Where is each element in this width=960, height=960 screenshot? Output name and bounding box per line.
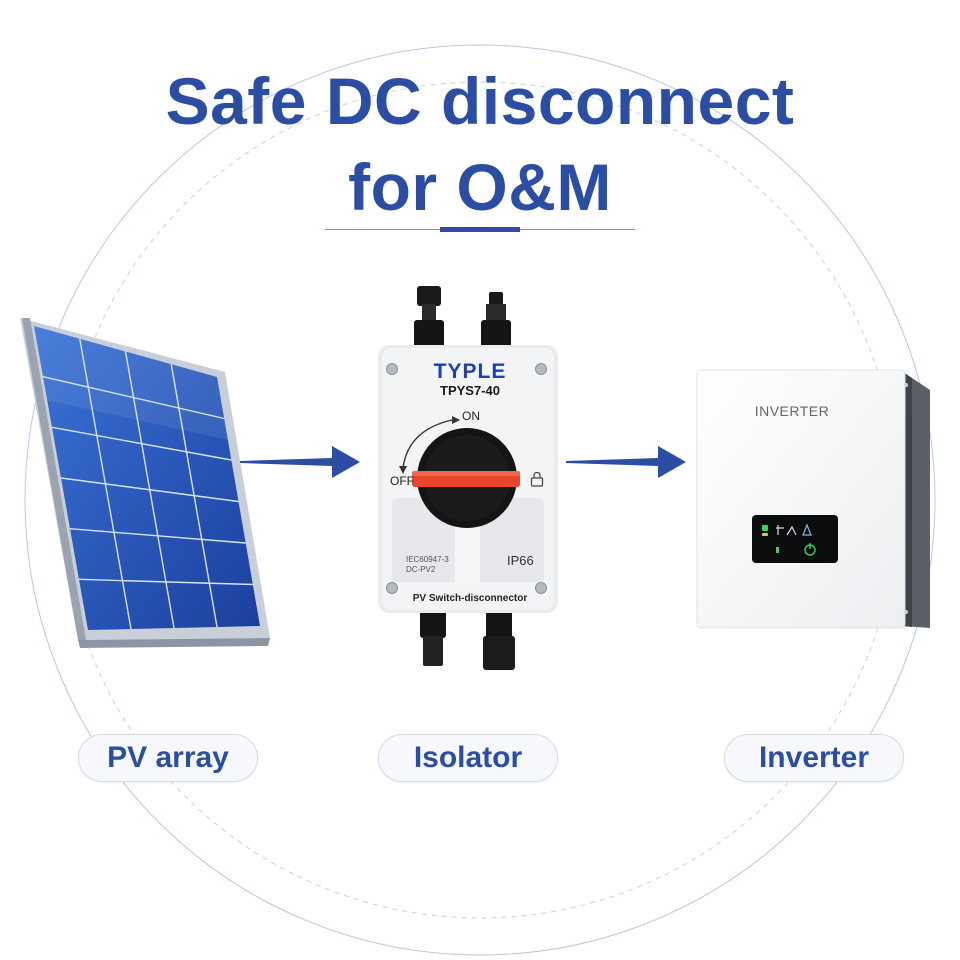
isolator-screws [386, 363, 547, 594]
title-divider-accent [440, 227, 520, 232]
standard-line-1: IEC60947-3 [406, 555, 449, 564]
ip-rating: IP66 [507, 553, 534, 568]
standard-line-2: DC-PV2 [406, 565, 436, 574]
headline-line-2: for O&M [348, 150, 612, 224]
rotate-arrow-icon [402, 419, 453, 469]
arrow-right-icon [566, 446, 686, 478]
inverter-label: INVERTER [754, 403, 830, 419]
pv-cell-row-line [78, 578, 253, 586]
isolator-top-connectors [414, 286, 511, 348]
display-panel-icon [752, 515, 838, 563]
arrow-right-icon [240, 446, 360, 478]
isolator-brand: TYPLE [433, 360, 507, 383]
switch-on-label: ON [462, 409, 480, 423]
pv-cell-row-line [51, 426, 232, 461]
pv-array-label: PV array [78, 734, 258, 782]
isolator-bottom-connectors [420, 610, 515, 670]
headline: Safe DC disconnect for O&M [80, 58, 880, 230]
isolator-standard: IEC60947-3 DC-PV2 [406, 555, 449, 575]
switch-off-label: OFF [390, 474, 414, 488]
pv-cell-row-line [60, 477, 239, 503]
headline-line-1: Safe DC disconnect [165, 64, 795, 138]
pv-cell-row-line [69, 527, 246, 544]
lock-icon [530, 471, 544, 487]
pv-cell-row-line [42, 375, 225, 420]
isolator-label: Isolator [378, 734, 558, 782]
inverter-pill-label: Inverter [724, 734, 904, 782]
isolator-caption: PV Switch-disconnector [412, 593, 528, 604]
isolator-model: TPYS7-40 [440, 383, 500, 398]
